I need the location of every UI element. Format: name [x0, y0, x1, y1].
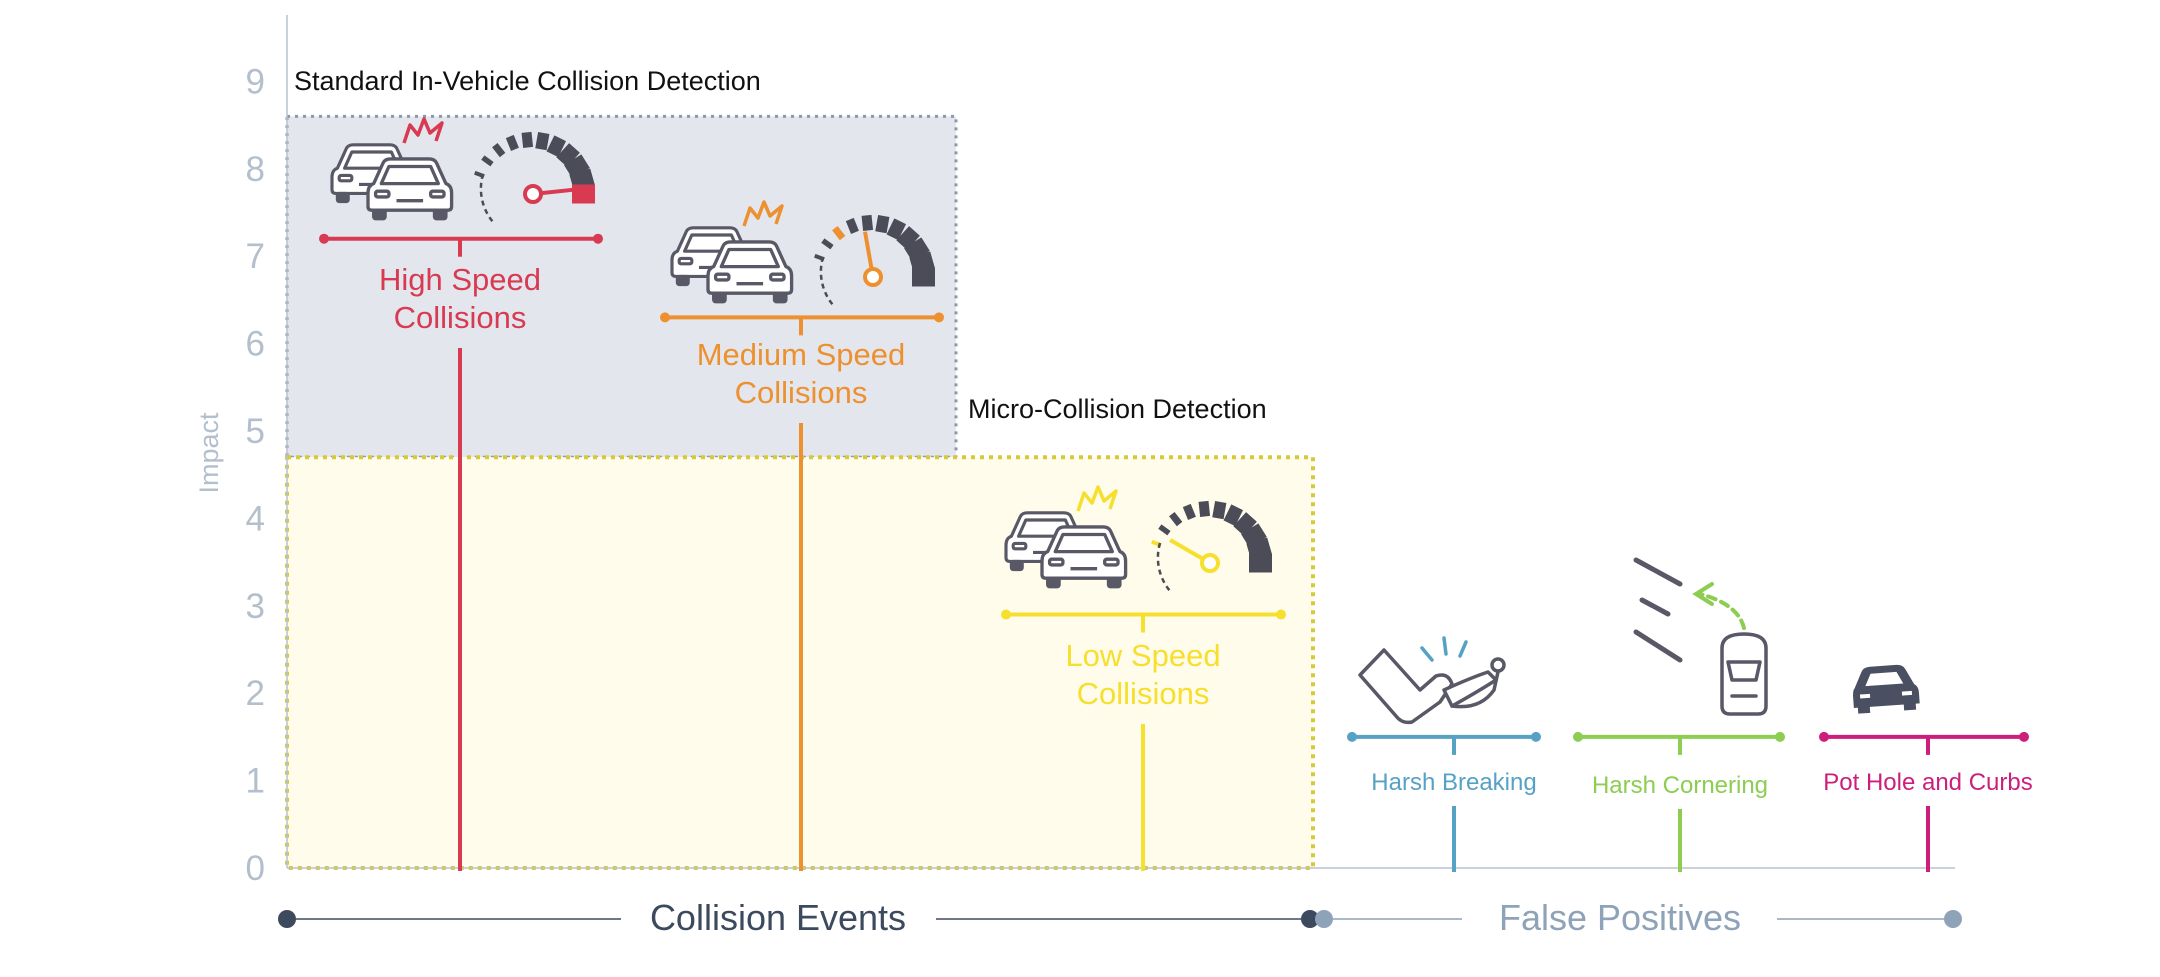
event-bar-dot	[319, 233, 329, 244]
event-label-line2: Collisions	[394, 300, 527, 335]
event-label-line2: Collisions	[735, 375, 868, 410]
event-bar-dot	[1276, 609, 1286, 620]
y-tick-label: 4	[246, 499, 265, 538]
event-label-line1: Low Speed	[1065, 638, 1220, 673]
brake-pedal-icon	[1358, 636, 1506, 725]
event-braking: Harsh Breaking	[1347, 731, 1541, 872]
collision-events-bracket: Collision Events	[278, 897, 1319, 938]
collision-events-label: Collision Events	[650, 897, 906, 938]
speedometer-medium-icon	[814, 214, 936, 306]
y-tick-label: 7	[246, 237, 265, 276]
false-positives-bracket: False Positives	[1315, 897, 1962, 938]
y-tick-label: 8	[246, 150, 265, 189]
car-cornering-icon	[1633, 557, 1768, 716]
y-tick-label: 6	[246, 325, 265, 364]
standard-detection-label: Standard In-Vehicle Collision Detection	[294, 66, 761, 96]
event-cornering: Harsh Cornering	[1573, 731, 1785, 872]
event-label: Pot Hole and Curbs	[1823, 769, 2032, 796]
event-bar-dot	[934, 312, 944, 323]
y-tick-labels: 0 1 2 3 4 5 6 7 8 9	[246, 62, 265, 888]
y-tick-label: 5	[246, 412, 265, 451]
event-bar-dot	[1531, 731, 1541, 742]
y-tick-label: 0	[246, 849, 265, 888]
car-crash-icon	[330, 117, 454, 221]
car-bump-icon	[1853, 664, 1920, 714]
micro-detection-label: Micro-Collision Detection	[968, 394, 1267, 424]
event-label-line1: Medium Speed	[697, 337, 906, 372]
event-bar-dot	[1001, 609, 1011, 620]
event-bar-dot	[2019, 731, 2029, 742]
collision-bracket-dot	[1301, 910, 1319, 928]
event-label-line1: High Speed	[379, 262, 541, 297]
y-tick-label: 1	[246, 762, 265, 801]
event-label: Harsh Cornering	[1592, 772, 1768, 799]
event-bar-dot	[660, 312, 670, 323]
event-bar-dot	[593, 233, 603, 244]
event-bar-dot	[1573, 731, 1583, 742]
false-positive-bracket-dot	[1944, 910, 1962, 928]
event-pothole: Pot Hole and Curbs	[1819, 731, 2033, 872]
event-bar-dot	[1819, 731, 1829, 742]
false-positives-label: False Positives	[1499, 897, 1741, 938]
speedometer-high-icon	[474, 131, 596, 223]
y-tick-label: 2	[246, 674, 265, 713]
event-bar-dot	[1775, 731, 1785, 742]
car-crash-icon	[1004, 485, 1128, 589]
event-label: Harsh Breaking	[1371, 769, 1536, 796]
y-axis-label: Impact	[194, 412, 224, 494]
event-bar-dot	[1347, 731, 1357, 742]
false-positive-bracket-dot	[1315, 910, 1333, 928]
y-tick-label: 3	[246, 587, 265, 626]
event-icons	[330, 117, 1920, 725]
car-crash-icon	[670, 200, 794, 304]
speedometer-low-icon	[1151, 500, 1273, 592]
collision-bracket-dot	[278, 910, 296, 928]
y-tick-label: 9	[246, 62, 265, 101]
event-label-line2: Collisions	[1077, 676, 1210, 711]
